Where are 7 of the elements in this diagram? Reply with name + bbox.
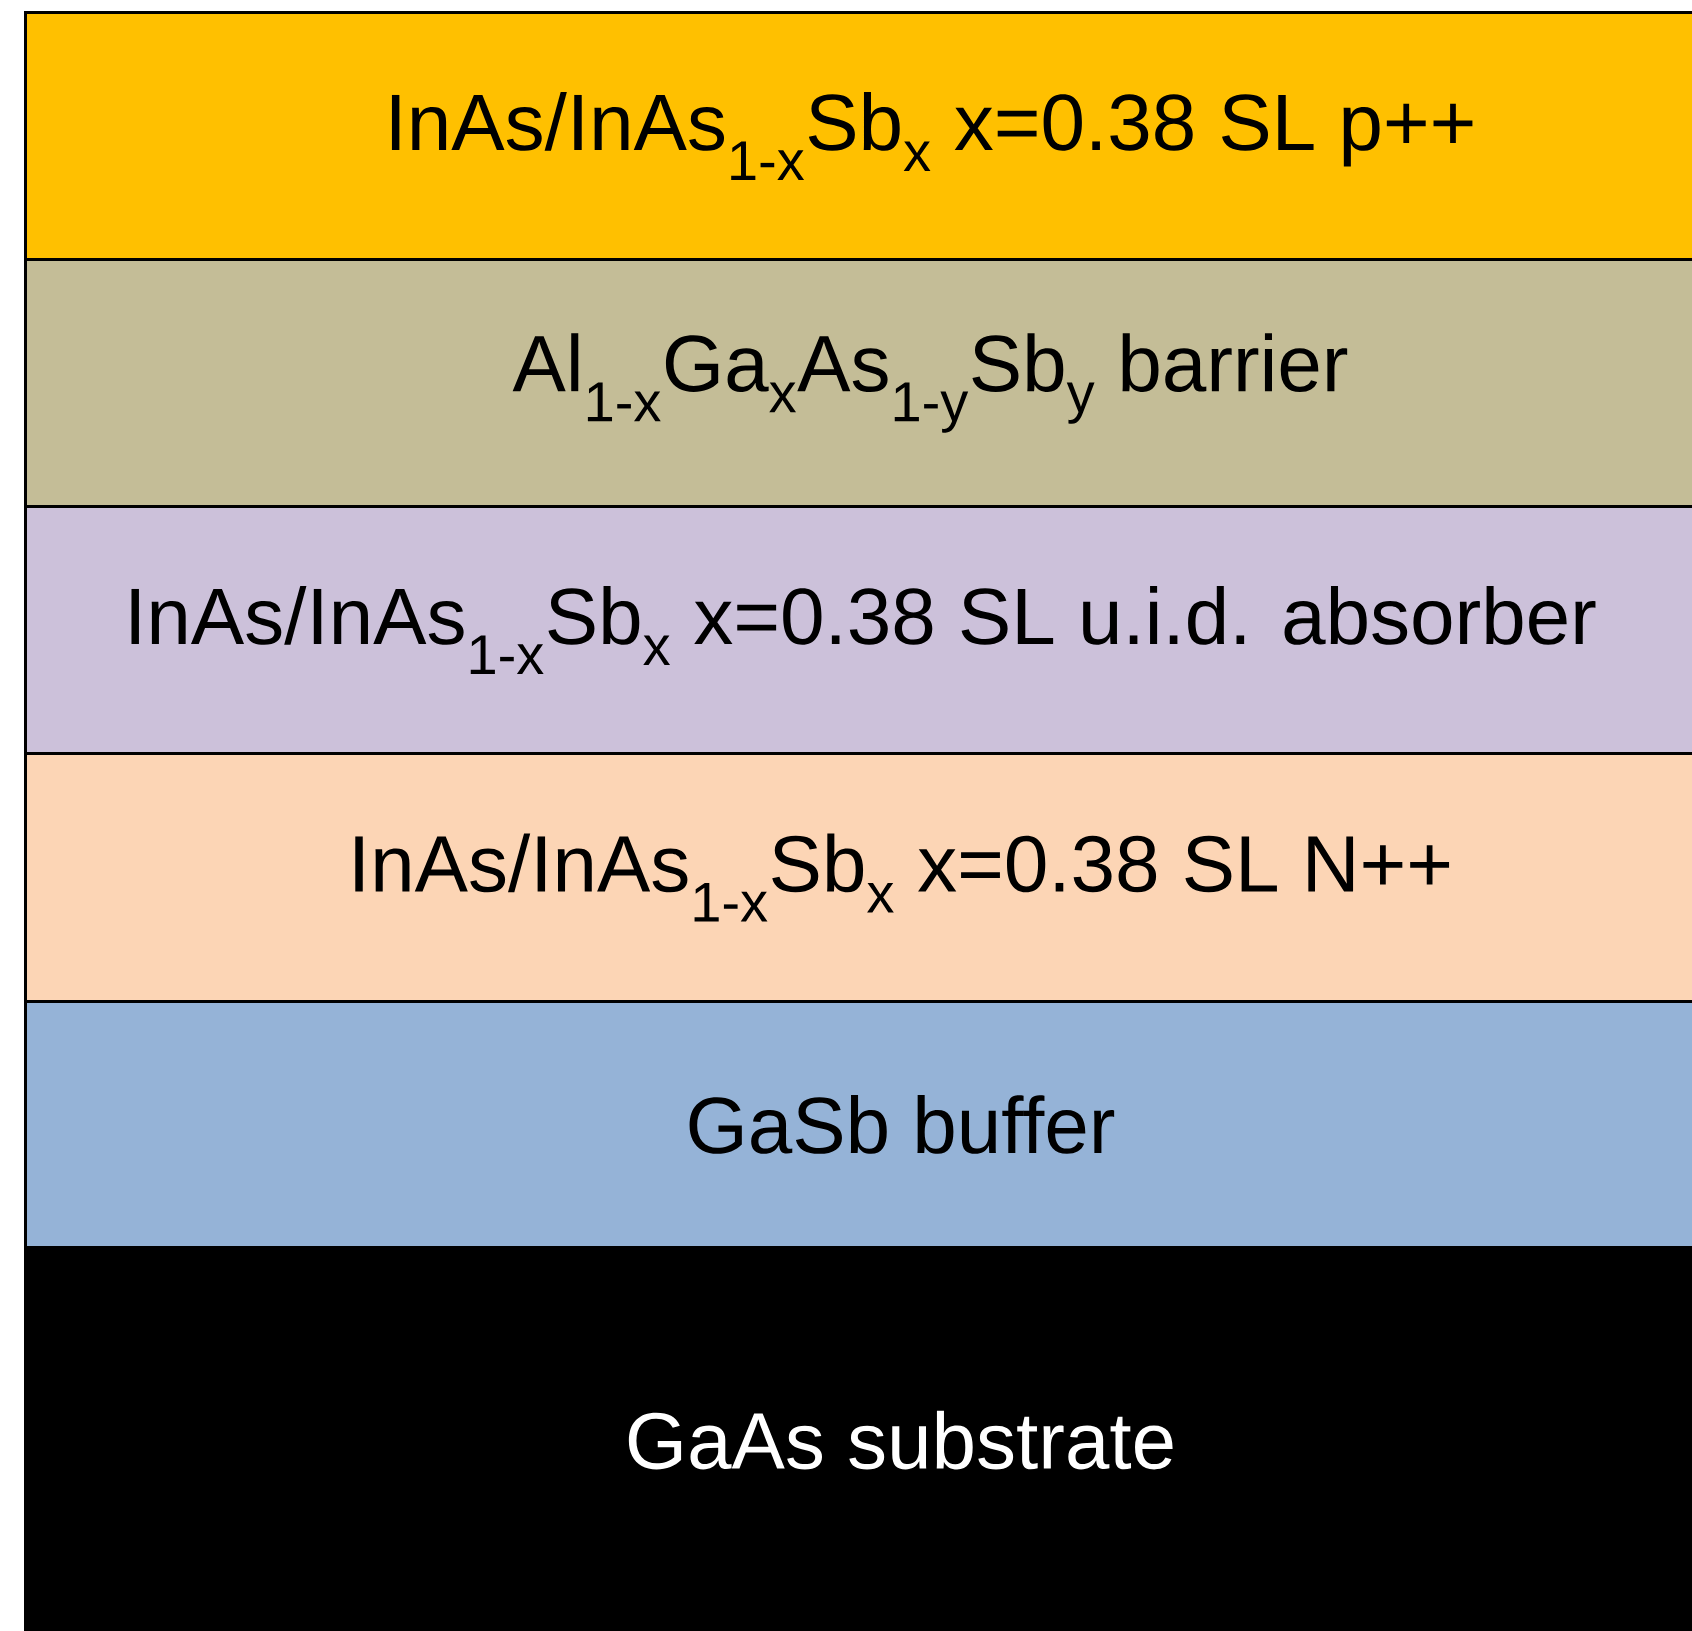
layer-band: InAs/InAs$_{1-x}$Sb$_{x}$ x=0.38 SL N++	[24, 752, 1692, 1003]
layer-band: GaSb buffer	[24, 1000, 1692, 1249]
layer-band: InAs/InAs$_{1-x}$Sb$_{x}$ x=0.38 SL p++	[24, 11, 1692, 261]
node-label: GaAs substrate	[628, 1410, 1173, 1470]
layer-band: Al$_{1-x}$Ga$_{x}$As$_{1-y}$Sb$_{y}$ barrier	[24, 258, 1692, 508]
layer-band: InAs/InAs$_{1-x}$Sb$_{x}$ x=0.38 SL u.i.d. absorber	[24, 505, 1692, 755]
layer-band: GaAs substrate	[24, 1246, 1692, 1631]
